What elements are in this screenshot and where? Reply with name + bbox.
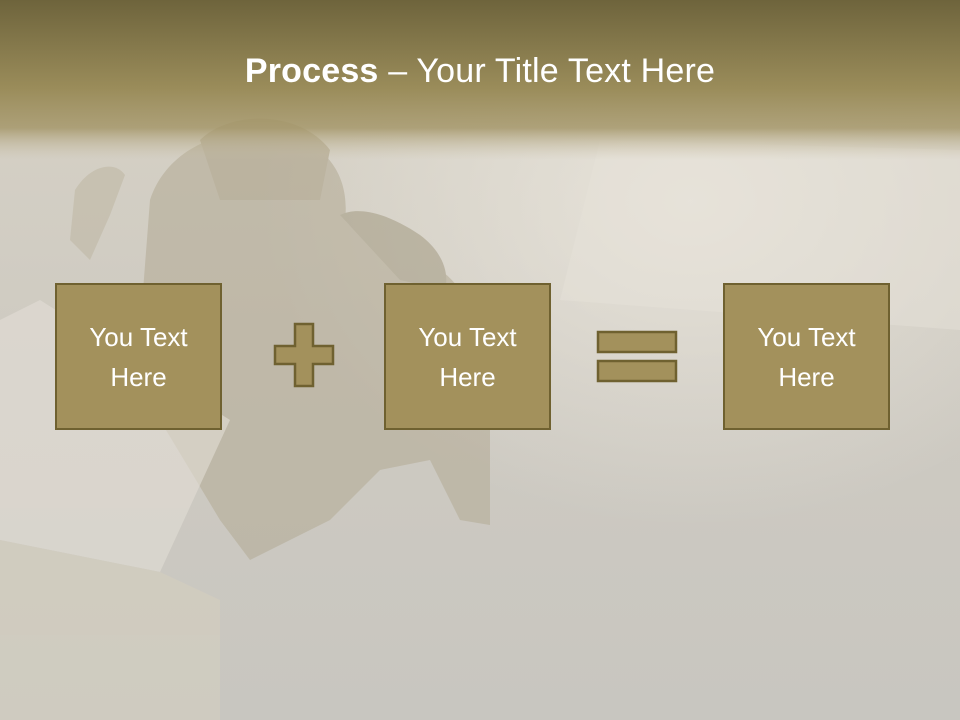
title-band: [0, 0, 960, 160]
process-box-1[interactable]: You Text Here: [55, 283, 222, 430]
slide-title: Process – Your Title Text Here: [0, 52, 960, 91]
process-box-2[interactable]: You Text Here: [384, 283, 551, 430]
process-box-3[interactable]: You Text Here: [723, 283, 890, 430]
equals-icon: [596, 330, 678, 383]
process-box-1-text: You Text Here: [89, 321, 188, 392]
plus-icon: [273, 322, 335, 388]
process-box-2-text: You Text Here: [418, 321, 517, 392]
title-rest: Your Title Text Here: [416, 52, 716, 90]
title-bold: Process: [244, 52, 379, 90]
process-box-3-text: You Text Here: [757, 321, 856, 392]
title-dash: –: [378, 52, 417, 90]
